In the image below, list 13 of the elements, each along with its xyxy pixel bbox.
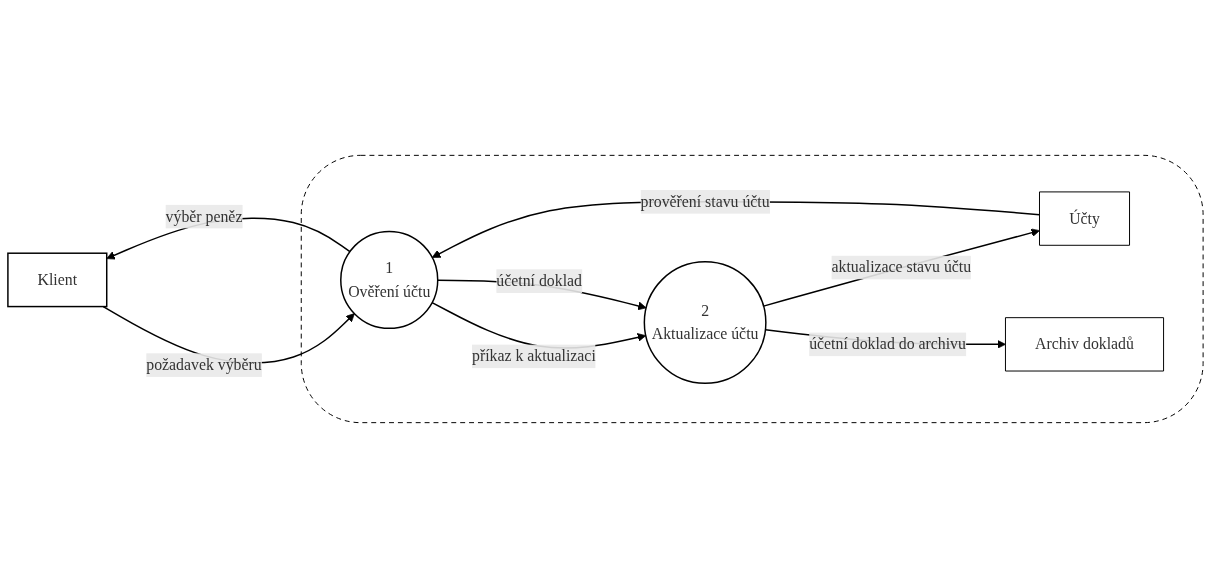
edge-label: požadavek výběru <box>146 356 262 373</box>
node-circle: 1 Ověření účtu <box>340 230 439 330</box>
arrow <box>762 228 1040 307</box>
edge-label: účetní doklad <box>496 272 582 290</box>
edge-label: aktualizace stavu účtu <box>831 258 972 276</box>
node-box: Účty <box>1039 191 1131 246</box>
edge-label: výběr peněz <box>165 207 243 225</box>
edge-label: příkaz k aktualizaci <box>471 347 596 365</box>
edge-label: prověření stavu účtu <box>640 192 770 210</box>
node-box: Klient <box>7 252 108 308</box>
node-circle: 2 Aktualizace účtu <box>643 261 767 385</box>
edge-label: účetní doklad do archivu <box>809 335 966 353</box>
node-box: Archiv dokladů <box>1004 317 1165 372</box>
